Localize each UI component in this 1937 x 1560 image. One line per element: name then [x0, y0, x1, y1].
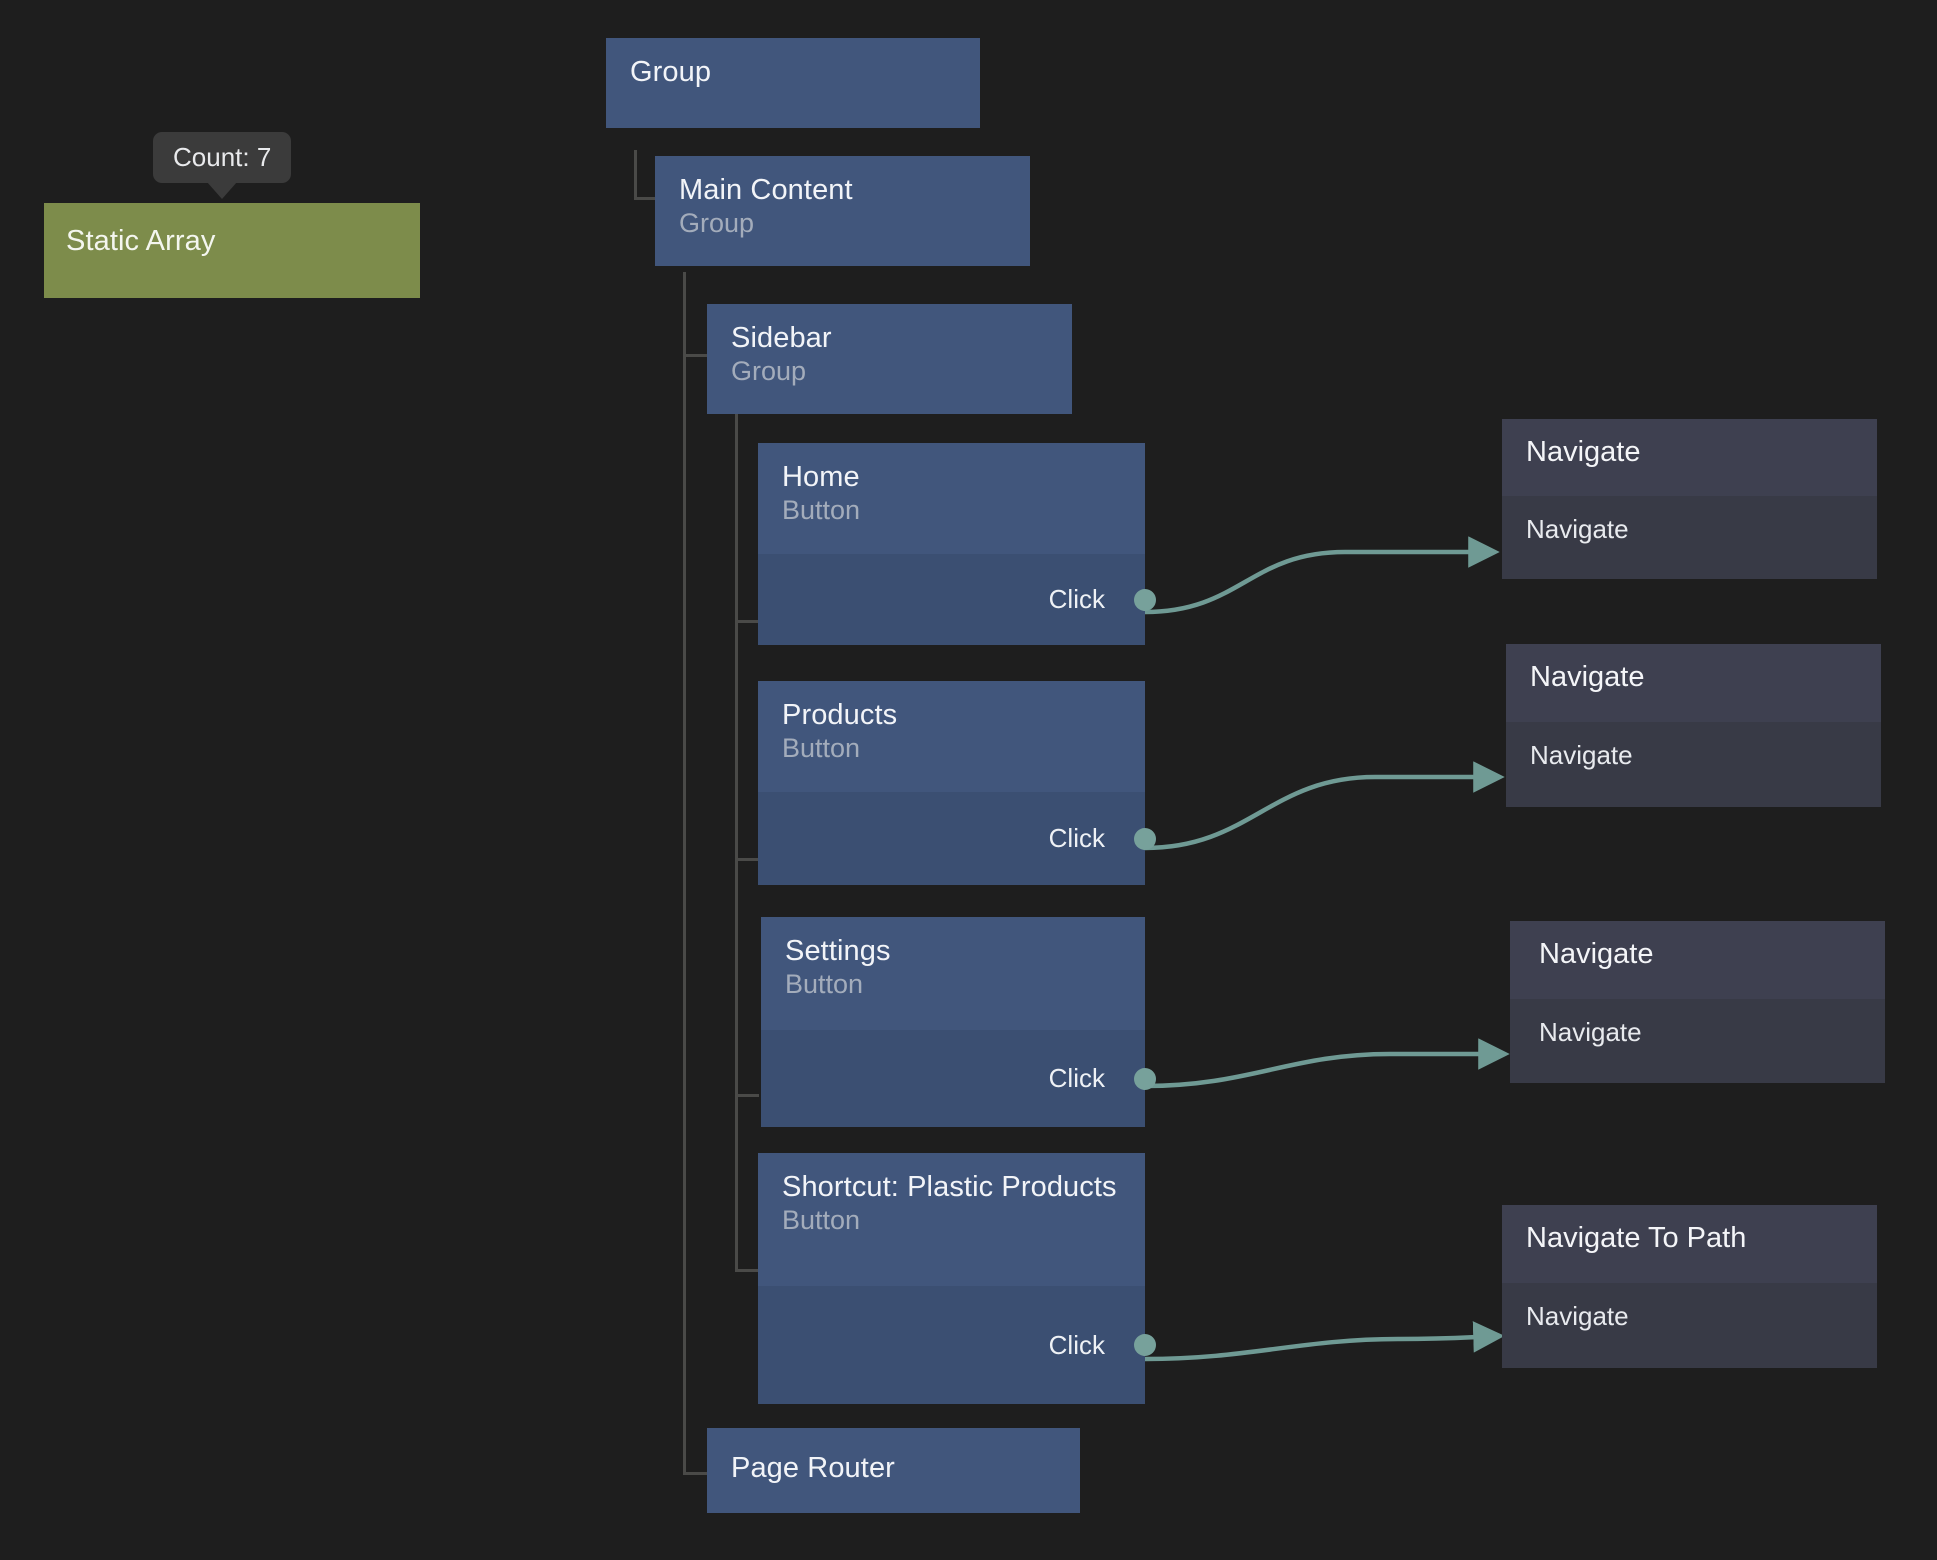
count-tooltip: Count: 7: [153, 132, 291, 183]
navigate-action-2-port-label: Navigate: [1530, 740, 1857, 771]
settings-button-node-header: Settings Button: [761, 917, 1145, 1030]
navigate-action-1-port-label: Navigate: [1526, 514, 1853, 545]
home-button-node-subtitle: Button: [782, 495, 1121, 526]
home-click-port-label: Click: [1049, 584, 1105, 615]
edge-shortcut-click-to-navigate-to-path: [1145, 1336, 1500, 1359]
shortcut-plastic-products-node-header: Shortcut: Plastic Products Button: [758, 1153, 1145, 1286]
page-router-node[interactable]: Page Router: [707, 1428, 1080, 1513]
group-node-title: Group: [630, 56, 956, 88]
sidebar-node[interactable]: Sidebar Group: [707, 304, 1072, 414]
navigate-to-path-action-port-label: Navigate: [1526, 1301, 1853, 1332]
navigate-to-path-action-body: Navigate: [1502, 1283, 1877, 1368]
navigate-action-3-title: Navigate: [1539, 939, 1861, 971]
edge-products-click-to-navigate: [1145, 777, 1500, 848]
products-click-port-dot[interactable]: [1134, 828, 1156, 850]
navigate-to-path-action-header: Navigate To Path: [1502, 1205, 1877, 1283]
home-click-port[interactable]: Click: [758, 554, 1145, 645]
shortcut-click-port-dot[interactable]: [1134, 1334, 1156, 1356]
main-content-node-header: Main Content Group: [655, 156, 1030, 266]
main-content-node-subtitle: Group: [679, 208, 1006, 239]
shortcut-plastic-products-button-node[interactable]: Shortcut: Plastic Products Button Click: [758, 1153, 1145, 1404]
sidebar-node-subtitle: Group: [731, 356, 1048, 387]
shortcut-plastic-products-node-subtitle: Button: [782, 1205, 1121, 1236]
settings-button-node-body: Click: [761, 1030, 1145, 1127]
navigate-action-3-port-label: Navigate: [1539, 1017, 1861, 1048]
edge-home-click-to-navigate: [1145, 552, 1495, 612]
home-button-node-header: Home Button: [758, 443, 1145, 554]
navigate-action-1-header: Navigate: [1502, 419, 1877, 496]
static-array-node[interactable]: Static Array: [44, 203, 420, 298]
products-click-port[interactable]: Click: [758, 792, 1145, 885]
settings-click-port-dot[interactable]: [1134, 1068, 1156, 1090]
group-node-header: Group: [606, 38, 980, 128]
sidebar-node-title: Sidebar: [731, 322, 1048, 354]
navigate-action-1-title: Navigate: [1526, 437, 1853, 469]
shortcut-plastic-products-node-body: Click: [758, 1286, 1145, 1404]
navigate-to-path-action[interactable]: Navigate To Path Navigate: [1502, 1205, 1877, 1368]
main-content-node-title: Main Content: [679, 174, 1006, 206]
home-click-port-dot[interactable]: [1134, 589, 1156, 611]
navigate-action-2-header: Navigate: [1506, 644, 1881, 722]
settings-button-node-subtitle: Button: [785, 969, 1121, 1000]
static-array-title: Static Array: [66, 225, 398, 257]
count-tooltip-label: Count: 7: [173, 142, 271, 172]
home-button-node[interactable]: Home Button Click: [758, 443, 1145, 645]
products-button-node-body: Click: [758, 792, 1145, 885]
navigate-action-1[interactable]: Navigate Navigate: [1502, 419, 1877, 579]
settings-button-node-title: Settings: [785, 935, 1121, 967]
products-button-node-title: Products: [782, 699, 1121, 731]
tree-connector-sidebar-children: [735, 410, 759, 1272]
settings-click-port[interactable]: Click: [761, 1030, 1145, 1127]
products-button-node-header: Products Button: [758, 681, 1145, 792]
sidebar-node-header: Sidebar Group: [707, 304, 1072, 414]
products-click-port-label: Click: [1049, 823, 1105, 854]
products-button-node[interactable]: Products Button Click: [758, 681, 1145, 885]
tooltip-pointer-icon: [207, 182, 237, 199]
navigate-action-3-header: Navigate: [1510, 921, 1885, 999]
shortcut-click-port[interactable]: Click: [758, 1286, 1145, 1404]
products-button-node-subtitle: Button: [782, 733, 1121, 764]
main-content-node[interactable]: Main Content Group: [655, 156, 1030, 266]
navigate-action-2-title: Navigate: [1530, 662, 1857, 694]
group-node[interactable]: Group: [606, 38, 980, 128]
navigate-action-3-body: Navigate: [1510, 999, 1885, 1083]
tree-connector-page-router: [683, 272, 707, 1475]
settings-button-node[interactable]: Settings Button Click: [761, 917, 1145, 1127]
shortcut-plastic-products-node-title: Shortcut: Plastic Products: [782, 1171, 1121, 1203]
shortcut-click-port-label: Click: [1049, 1330, 1105, 1361]
home-button-node-title: Home: [782, 461, 1121, 493]
navigate-action-2-body: Navigate: [1506, 722, 1881, 807]
home-button-node-body: Click: [758, 554, 1145, 645]
edge-settings-click-to-navigate: [1145, 1054, 1505, 1086]
navigate-action-1-body: Navigate: [1502, 496, 1877, 579]
navigate-action-2[interactable]: Navigate Navigate: [1506, 644, 1881, 807]
page-router-node-header: Page Router: [707, 1428, 1080, 1513]
settings-click-port-label: Click: [1049, 1063, 1105, 1094]
navigate-to-path-action-title: Navigate To Path: [1526, 1223, 1853, 1255]
navigate-action-3[interactable]: Navigate Navigate: [1510, 921, 1885, 1083]
page-router-node-title: Page Router: [731, 1452, 1056, 1484]
